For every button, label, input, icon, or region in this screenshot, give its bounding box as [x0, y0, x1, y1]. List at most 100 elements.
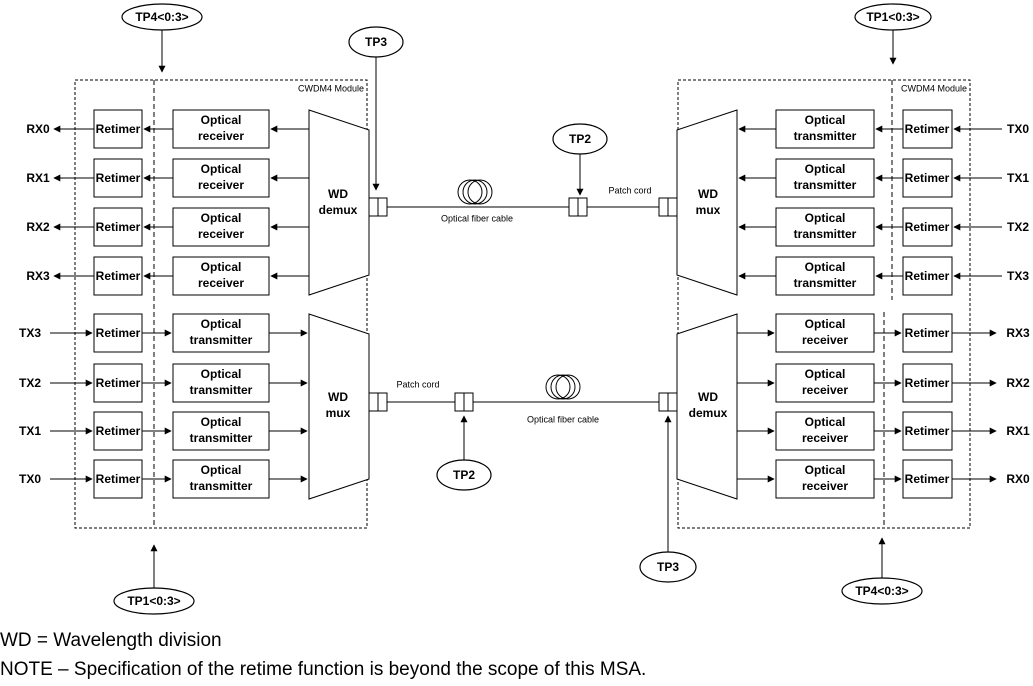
left-rx-label-2: RX2 — [26, 220, 50, 234]
bottom-fiber-label: Optical fiber cable — [527, 414, 599, 424]
right-optical-receiver-label-0-line2: receiver — [802, 333, 848, 347]
left-optical-receiver-label-3-line2: receiver — [198, 276, 244, 290]
right-module-label: CWDM4 Module — [901, 83, 967, 93]
left-mux-connector-a — [368, 392, 379, 412]
bottom-fiber-coil-loop-a — [545, 374, 571, 400]
right-optical-transmitter-label-2-line2: transmitter — [794, 227, 857, 241]
left-optical-receiver-label-2-line1: Optical — [201, 211, 242, 225]
right-tx-retimer-0 — [902, 109, 953, 149]
bottom-fiber-coil-loop-c — [555, 374, 581, 400]
left-rx-retimer-3 — [93, 256, 143, 296]
right-optical-transmitter-0 — [775, 109, 875, 149]
left-rx-retimer-label-3: Retimer — [96, 269, 141, 283]
left-tx-label-2: TX1 — [19, 424, 41, 438]
right-optical-transmitter-label-3-line1: Optical — [805, 260, 846, 274]
right-optical-receiver-label-3-line2: receiver — [802, 479, 848, 493]
left-optical-transmitter-label-0-line2: transmitter — [190, 333, 253, 347]
left-optical-receiver-label-0-line1: Optical — [201, 113, 242, 127]
right-module-boundary — [677, 79, 971, 529]
right-wd-mux-label-line2: mux — [696, 203, 721, 217]
right-tx-retimer-3 — [902, 256, 953, 296]
right-optical-receiver-label-0-line1: Optical — [805, 317, 846, 331]
wd-definition-note: WD = Wavelength division — [0, 630, 222, 651]
left-tx-retimer-label-1: Retimer — [96, 376, 141, 390]
right-optical-receiver-label-3-line1: Optical — [805, 463, 846, 477]
right-rx-retimer-label-2: Retimer — [905, 424, 950, 438]
bottom-fiber-coil-loop-b — [550, 374, 576, 400]
right-rx-label-0: RX3 — [1006, 326, 1030, 340]
left-tx-retimer-label-3: Retimer — [96, 472, 141, 486]
bottom-patch-connector-a — [454, 392, 465, 412]
right-tx-label-3: TX3 — [1007, 269, 1029, 283]
right-rx-retimer-0 — [902, 313, 953, 353]
left-optical-receiver-label-0-line2: receiver — [198, 129, 244, 143]
left-wd-mux-label-line2: mux — [326, 406, 351, 420]
left-wd-demux — [308, 109, 370, 296]
right-tx-retimer-label-1: Retimer — [905, 171, 950, 185]
left-module-boundary — [74, 79, 368, 529]
left-optical-transmitter-label-3-line1: Optical — [201, 463, 242, 477]
left-optical-receiver-label-1-line1: Optical — [201, 162, 242, 176]
top-fiber-coil-loop-a — [457, 179, 483, 205]
retime-scope-note: NOTE – Specification of the retime funct… — [0, 659, 647, 680]
left-optical-receiver-2 — [172, 207, 270, 247]
bottom-patch-label: Patch cord — [396, 379, 439, 389]
right-tp1-marker-label: TP1<0:3> — [866, 10, 919, 24]
left-tp1-marker-label: TP1<0:3> — [127, 594, 180, 608]
top-fiber-label: Optical fiber cable — [441, 213, 513, 223]
left-tx-retimer-0 — [93, 313, 143, 353]
left-wd-mux — [308, 313, 370, 500]
top-patch-label: Patch cord — [608, 185, 651, 195]
left-module-label: CWDM4 Module — [298, 83, 364, 93]
left-optical-receiver-3 — [172, 256, 270, 296]
left-optical-receiver-1 — [172, 158, 270, 198]
right-wd-mux-label-line1: WD — [698, 187, 718, 201]
right-rx-retimer-label-3: Retimer — [905, 472, 950, 486]
bottom-tp3-marker-label: TP3 — [657, 560, 679, 574]
left-wd-demux-label-line1: WD — [328, 187, 348, 201]
left-optical-transmitter-label-3-line2: transmitter — [190, 479, 253, 493]
right-rx-label-1: RX2 — [1006, 376, 1030, 390]
left-rx-retimer-2 — [93, 207, 143, 247]
right-wd-demux-label-line2: demux — [689, 406, 728, 420]
right-optical-receiver-label-2-line1: Optical — [805, 415, 846, 429]
left-rx-label-1: RX1 — [26, 171, 50, 185]
right-rx-retimer-label-1: Retimer — [905, 376, 950, 390]
right-optical-receiver-label-2-line2: receiver — [802, 431, 848, 445]
left-optical-receiver-label-3-line1: Optical — [201, 260, 242, 274]
left-optical-transmitter-3 — [172, 459, 270, 499]
top-tp2-marker-label: TP2 — [569, 132, 591, 146]
top-patch-connector-a — [568, 197, 579, 217]
right-wd-demux — [676, 313, 738, 500]
right-optical-transmitter-label-1-line1: Optical — [805, 162, 846, 176]
right-wd-mux — [676, 109, 738, 296]
right-optical-transmitter-2 — [775, 207, 875, 247]
left-rx-retimer-0 — [93, 109, 143, 149]
top-fiber-coil-loop-c — [467, 179, 493, 205]
right-optical-transmitter-label-1-line2: transmitter — [794, 178, 857, 192]
right-optical-transmitter-label-2-line1: Optical — [805, 211, 846, 225]
left-tx-label-3: TX0 — [19, 472, 41, 486]
left-tx-retimer-label-2: Retimer — [96, 424, 141, 438]
left-demux-connector-b — [377, 197, 388, 217]
right-optical-receiver-2 — [775, 411, 875, 451]
cwdm4-link-diagram: CWDM4 ModuleTP4<0:3>TP1<0:3>WDdemuxWDmux… — [19, 3, 1030, 615]
left-optical-transmitter-0 — [172, 313, 270, 353]
left-wd-mux-label-line1: WD — [328, 390, 348, 404]
right-tx-retimer-2 — [902, 207, 953, 247]
left-demux-connector-a — [368, 197, 379, 217]
right-tx-label-2: TX2 — [1007, 220, 1029, 234]
top-tp3-marker-label: TP3 — [365, 35, 387, 49]
right-rx-label-3: RX0 — [1006, 472, 1030, 486]
left-optical-transmitter-label-0-line1: Optical — [201, 317, 242, 331]
top-patch-connector-b — [577, 197, 588, 217]
left-optical-receiver-label-1-line2: receiver — [198, 178, 244, 192]
left-tx-retimer-1 — [93, 363, 143, 403]
right-rx-retimer-label-0: Retimer — [905, 326, 950, 340]
right-optical-transmitter-label-3-line2: transmitter — [794, 276, 857, 290]
left-wd-demux-label-line2: demux — [319, 203, 358, 217]
right-optical-receiver-label-1-line1: Optical — [805, 367, 846, 381]
right-tx-label-0: TX0 — [1007, 122, 1029, 136]
right-mux-connector-a — [658, 197, 669, 217]
right-optical-receiver-label-1-line2: receiver — [802, 383, 848, 397]
